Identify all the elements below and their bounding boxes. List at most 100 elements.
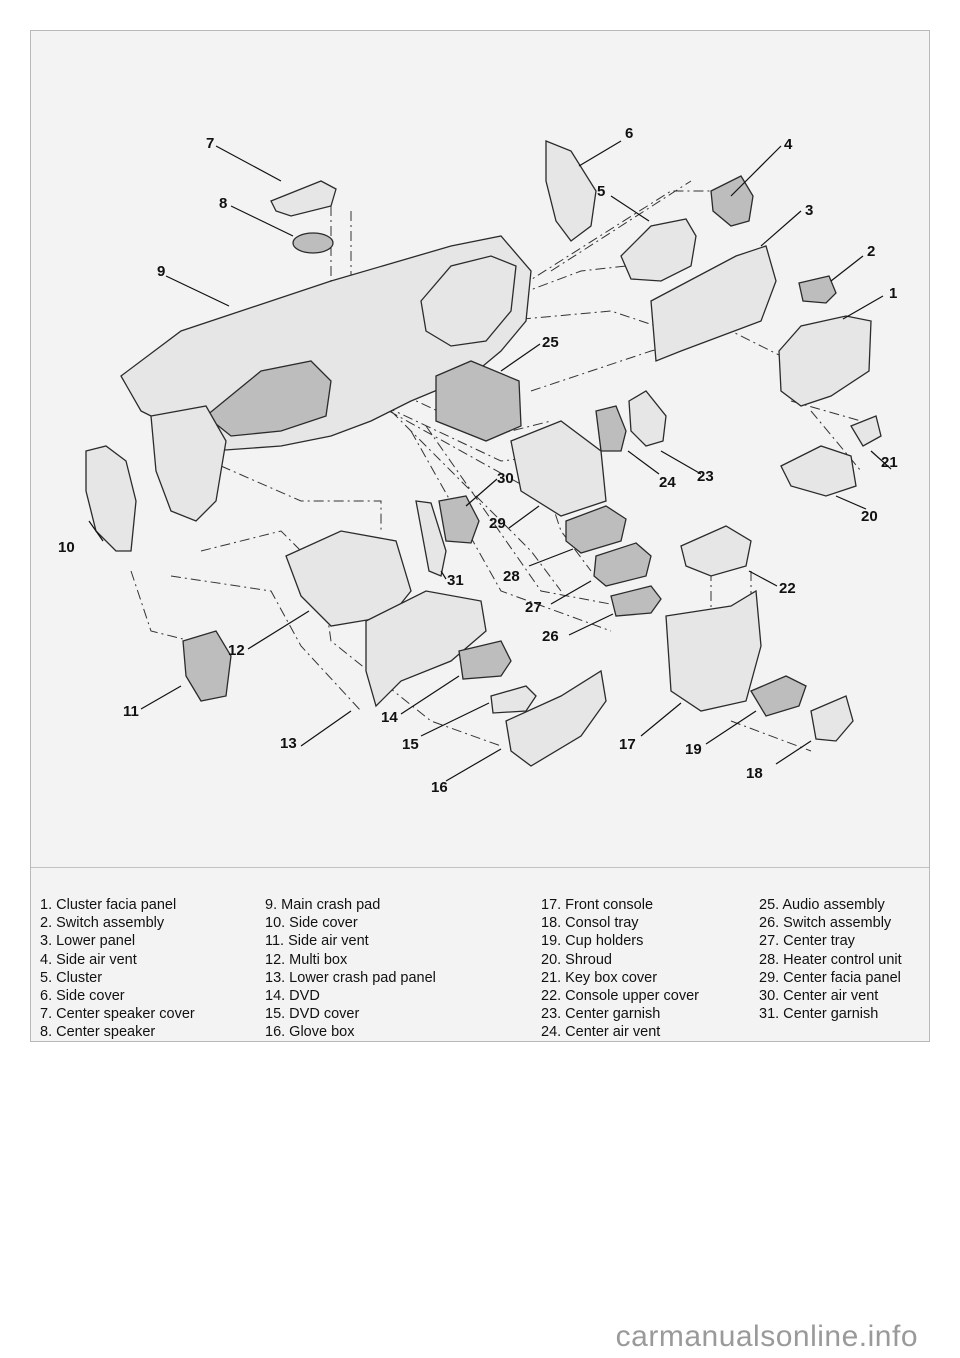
callout-30: 30 [497,470,514,487]
exploded-view-diagram: 6 4 7 8 5 3 2 1 9 25 21 20 24 23 30 29 2… [58,125,898,796]
legend-item: 6. Side cover [40,988,125,1005]
center-speaker-cover-shape [270,180,337,217]
cup-holders-shape [750,675,807,717]
callout-29: 29 [489,515,506,532]
callout-31: 31 [447,572,464,589]
switch-assembly-26-shape [610,585,662,617]
callout-8: 8 [219,195,227,212]
audio-assembly-shape [435,360,522,442]
center-tray-shape [593,542,652,587]
legend-column-1: 1. Cluster facia panel 2. Switch assembl… [40,896,195,1042]
left-bracket-shape [150,405,227,522]
parts-legend: 1. Cluster facia panel 2. Switch assembl… [31,868,929,1041]
callout-15: 15 [402,736,419,753]
legend-column-4: 25. Audio assembly 26. Switch assembly 2… [759,896,902,1023]
legend-item: 12. Multi box [265,951,348,968]
legend-item: 26. Switch assembly [759,915,892,932]
legend-divider [31,867,929,868]
side-cover-10-shape [85,445,137,552]
center-garnish-31-shape [415,500,447,577]
callout-19: 19 [685,741,702,758]
callout-10: 10 [58,539,75,556]
dvd-cover-shape [490,685,537,714]
callout-24: 24 [659,474,676,491]
callout-22: 22 [779,580,796,597]
side-air-vent-11-shape [182,630,232,702]
cluster-shape [620,218,697,282]
legend-item: 14. DVD [265,988,320,1005]
legend-item: 18. Consol tray [541,915,639,932]
callout-1: 1 [889,285,897,302]
dvd-shape [458,640,512,680]
key-box-cover-shape [850,415,882,447]
legend-item: 23. Center garnish [541,1006,661,1023]
center-facia-panel-shape [510,420,607,517]
legend-item: 5. Cluster [40,969,103,986]
watermark: carmanualsonline.info [615,1320,918,1353]
callout-23: 23 [697,468,714,485]
shroud-shape [780,445,857,497]
callout-21: 21 [881,454,898,471]
center-garnish-23-shape [628,390,667,447]
lower-crash-pad-panel-shape [365,590,487,708]
side-cover-6-shape [545,140,597,242]
legend-item: 16. Glove box [265,1024,355,1041]
legend-item: 29. Center facia panel [759,969,901,986]
legend-item: 19. Cup holders [541,933,644,950]
callout-2: 2 [867,243,875,260]
legend-item: 17. Front console [541,897,654,913]
legend-item: 7. Center speaker cover [40,1006,195,1023]
legend-item: 25. Audio assembly [759,897,885,913]
switch-assembly-2-shape [798,275,837,304]
callout-5: 5 [597,183,605,200]
callout-6: 6 [625,125,633,142]
glove-box-shape [505,669,607,767]
legend-item: 3. Lower panel [40,933,136,950]
legend-item: 30. Center air vent [759,988,879,1005]
legend-item: 22. Console upper cover [541,988,699,1005]
callout-26: 26 [542,628,559,645]
center-speaker-shape [292,232,334,254]
callout-20: 20 [861,508,878,525]
legend-item: 10. Side cover [265,915,358,932]
callout-14: 14 [381,709,398,726]
callout-9: 9 [157,263,165,280]
center-air-vent-24-shape [595,405,627,452]
legend-item: 11. Side air vent [265,933,369,950]
figure-frame: 6 4 7 8 5 3 2 1 9 25 21 20 24 23 30 29 2… [30,30,930,1042]
callout-7: 7 [206,135,214,152]
leader-lines [88,140,892,782]
legend-item: 20. Shroud [541,951,612,968]
callout-4: 4 [784,136,793,153]
callout-25: 25 [542,334,559,351]
consol-tray-shape [810,695,854,742]
callout-13: 13 [280,735,297,752]
legend-item: 28. Heater control unit [759,951,902,968]
legend-item: 8. Center speaker [40,1024,156,1041]
callout-27: 27 [525,599,542,616]
side-air-vent-4-shape [710,175,754,227]
legend-item: 21. Key box cover [541,969,658,986]
front-console-shape [665,589,762,712]
lower-panel-shape [650,245,777,362]
crash-pad-gauge-hood-shape [420,255,517,347]
callout-12: 12 [228,642,245,659]
console-upper-cover-shape [680,525,752,577]
legend-item: 2. Switch assembly [40,915,165,932]
callout-16: 16 [431,779,448,796]
legend-item: 1. Cluster facia panel [40,897,177,913]
legend-item: 13. Lower crash pad panel [265,969,436,986]
legend-item: 4. Side air vent [40,951,137,968]
legend-column-3: 17. Front console 18. Consol tray 19. Cu… [541,896,699,1042]
cluster-facia-panel-shape [778,315,872,407]
legend-item: 27. Center tray [759,933,855,950]
callout-18: 18 [746,765,763,782]
legend-item: 24. Center air vent [541,1024,661,1041]
callout-17: 17 [619,736,636,753]
legend-item: 31. Center garnish [759,1006,879,1023]
legend-item: 9. Main crash pad [265,897,381,913]
heater-control-unit-shape [565,505,627,554]
callout-28: 28 [503,568,520,585]
center-air-vent-30-shape [438,495,480,544]
callout-3: 3 [805,202,813,219]
